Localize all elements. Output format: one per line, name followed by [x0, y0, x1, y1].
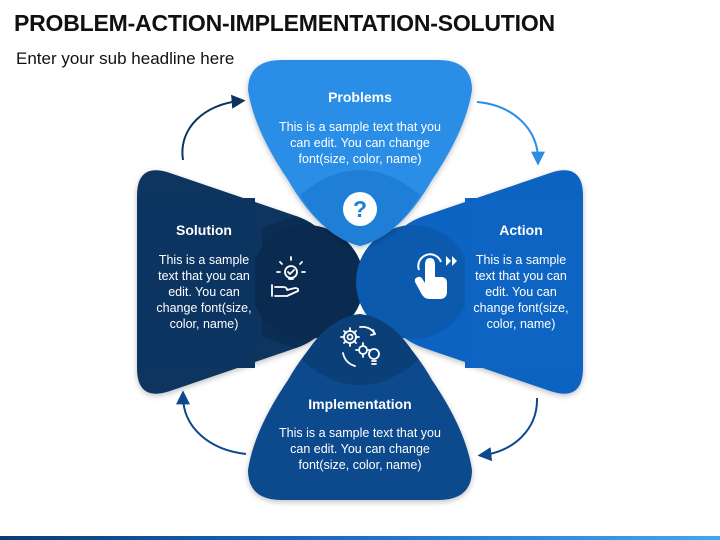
implementation-petal — [248, 314, 472, 500]
solution-title: Solution — [176, 222, 232, 238]
problems-title: Problems — [328, 89, 392, 105]
problems-body-line: can edit. You can change — [290, 136, 430, 150]
bottom-accent-bar — [0, 536, 720, 540]
problems-body: This is a sample text that you can edit. … — [279, 120, 441, 166]
cycle-arrow-icon — [477, 397, 539, 462]
cycle-arrow-icon — [176, 390, 247, 455]
implementation-body-line: This is a sample text that you — [279, 426, 441, 440]
solution-body: This is a sample text that you can edit. Y… — [156, 253, 251, 331]
action-body-line: text that you can — [475, 269, 567, 283]
solution-body-line: edit. You can — [168, 285, 240, 299]
action-body-line: edit. You can — [485, 285, 557, 299]
question-mark-icon: ? — [343, 192, 377, 226]
action-body-line: This is a sample — [476, 253, 566, 267]
action-body-line: change font(size, — [473, 301, 568, 315]
solution-petal — [137, 170, 364, 394]
tap-gesture-icon — [414, 253, 457, 299]
action-title: Action — [499, 222, 543, 238]
cycle-arrow-icon — [476, 101, 545, 166]
solution-body-line: This is a sample — [159, 253, 249, 267]
action-body: This is a sample text that you can edit. Y… — [473, 253, 568, 331]
hand-lightbulb-icon — [271, 256, 306, 297]
problems-body-line: This is a sample text that you — [279, 120, 441, 134]
implementation-body: This is a sample text that you can edit. … — [279, 426, 441, 472]
svg-text:?: ? — [353, 196, 367, 222]
implementation-body-line: can edit. You can change — [290, 442, 430, 456]
implementation-body-line: font(size, color, name) — [299, 458, 422, 472]
action-petal — [356, 170, 583, 394]
solution-body-line: change font(size, — [156, 301, 251, 315]
solution-body-line: text that you can — [158, 269, 250, 283]
cycle-arrow-icon — [181, 94, 246, 161]
page-title: PROBLEM-ACTION-IMPLEMENTATION-SOLUTION — [14, 10, 555, 36]
page-subtitle: Enter your sub headline here — [16, 49, 235, 68]
gears-lightbulb-icon — [340, 325, 380, 367]
action-body-line: color, name) — [487, 317, 556, 331]
implementation-title: Implementation — [308, 396, 411, 412]
solution-body-line: color, name) — [170, 317, 239, 331]
problems-body-line: font(size, color, name) — [299, 152, 422, 166]
